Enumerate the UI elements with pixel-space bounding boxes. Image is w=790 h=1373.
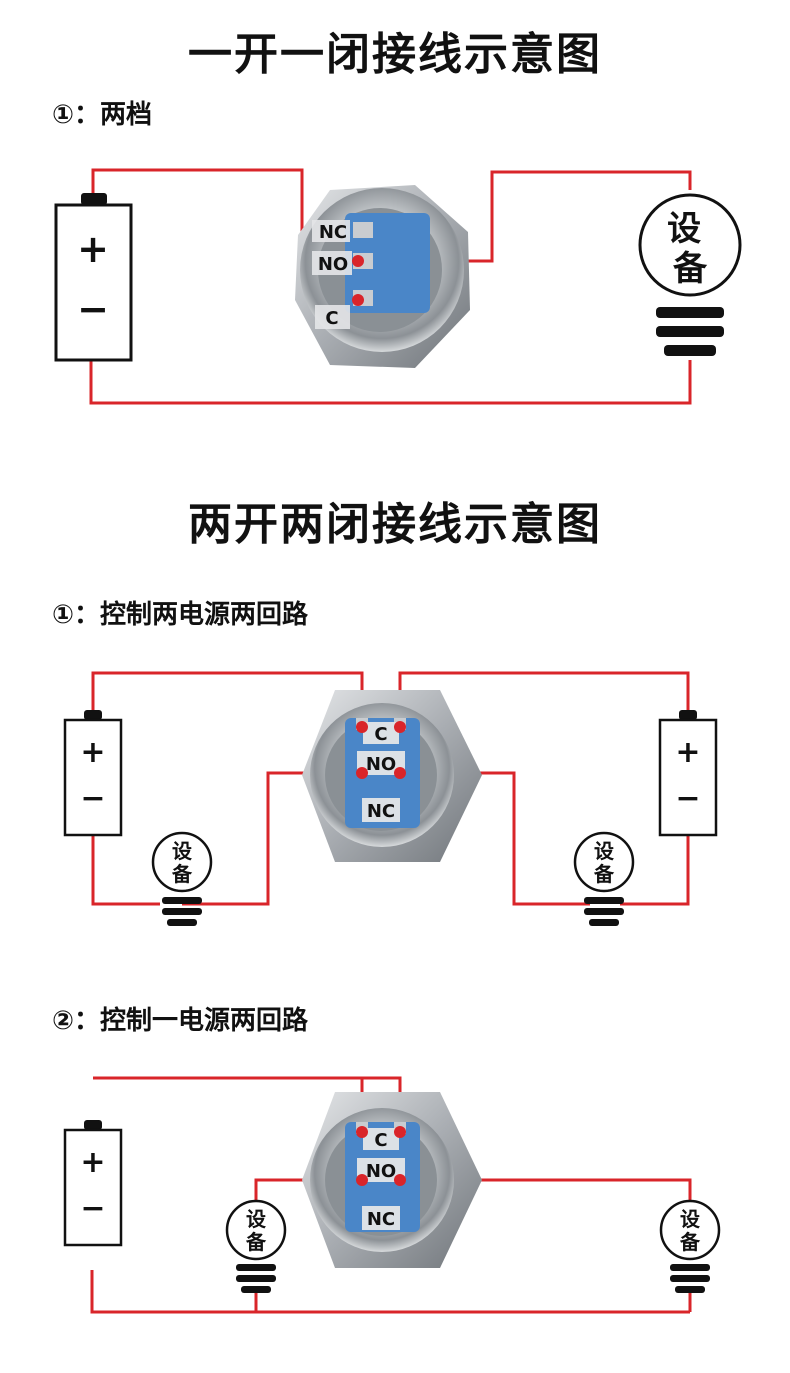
pin-no-label: NO: [366, 754, 396, 775]
battery-minus: −: [675, 781, 700, 816]
device-label: 设备: [171, 839, 193, 886]
battery-minus: −: [77, 287, 109, 331]
device-char-2: 备: [673, 249, 708, 289]
diagram-2: + − + − C NO NC: [63, 671, 718, 926]
battery-plus: +: [80, 735, 105, 770]
device-3-left: 设备: [225, 1199, 287, 1293]
section2-sub1-subtitle: ①：控制两电源两回路: [52, 600, 309, 630]
section2-title: 两开两闭接线示意图: [188, 499, 602, 550]
device-2-left: 设备: [151, 831, 213, 926]
switch-3: C NO NC: [302, 1092, 482, 1268]
battery-minus: −: [80, 781, 105, 816]
pin-no-label: NO: [366, 1161, 396, 1182]
switch-2: C NO NC: [302, 690, 482, 862]
pin-nc-label: NC: [319, 222, 347, 243]
pin-c-label: C: [325, 308, 338, 329]
switch-1: NC NO C: [295, 185, 470, 368]
diagram-3: + − C NO NC 设备: [63, 1076, 721, 1314]
device-label: 设备: [679, 1207, 701, 1254]
pin-nc-label: NC: [367, 801, 395, 822]
pin-c-label: C: [374, 724, 387, 745]
battery-3: + −: [63, 1120, 123, 1247]
device-label: 设备: [245, 1207, 267, 1254]
device-label: 设 备: [667, 209, 713, 289]
pin-no-label: NO: [318, 254, 348, 275]
battery-plus: +: [80, 1145, 105, 1180]
battery-1: + −: [54, 193, 133, 362]
device-label: 设备: [593, 839, 615, 886]
device-char-1: 设: [667, 209, 701, 249]
battery-2-left: + −: [63, 710, 123, 837]
diagram-1: + − NC NO C 设 备: [54, 168, 742, 405]
section2-sub2-subtitle: ②：控制一电源两回路: [52, 1006, 309, 1036]
device-2-right: 设备: [573, 831, 635, 926]
device-3-right: 设备: [659, 1199, 721, 1293]
section1-subtitle: ①：两档: [52, 100, 153, 130]
pin-nc-label: NC: [367, 1209, 395, 1230]
battery-2-right: + −: [658, 710, 718, 837]
battery-plus: +: [77, 227, 109, 271]
battery-plus: +: [675, 735, 700, 770]
battery-minus: −: [80, 1191, 105, 1226]
section1-title: 一开一闭接线示意图: [188, 29, 602, 80]
pin-c-label: C: [374, 1130, 387, 1151]
device-1: 设 备: [638, 193, 742, 356]
